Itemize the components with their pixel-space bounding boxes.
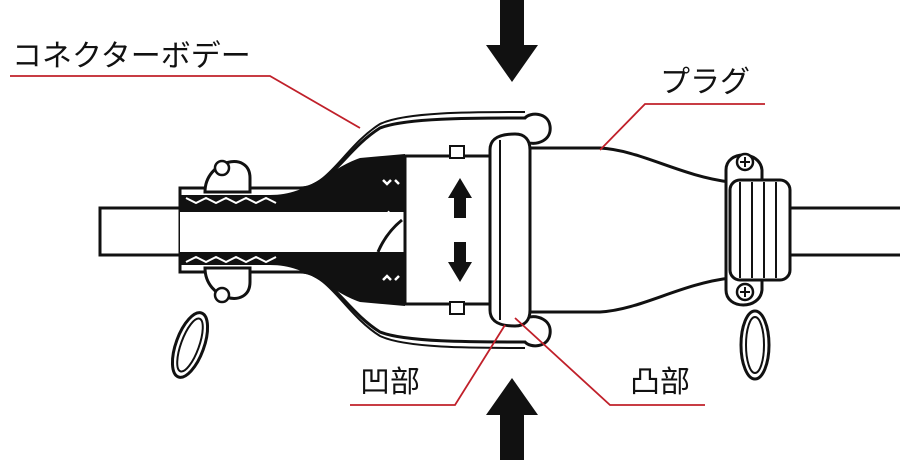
plug-label: プラグ — [660, 65, 750, 100]
mating-ring — [488, 132, 532, 328]
inner-up-arrow — [448, 178, 472, 218]
top-arrow-icon — [486, 0, 538, 82]
convex-label: 凸部 — [630, 365, 690, 400]
right-cable — [788, 206, 900, 257]
inner-rubber — [180, 154, 405, 306]
socket-area — [403, 145, 492, 315]
bottom-arrow-icon — [486, 378, 538, 460]
concave-label: 凹部 — [360, 365, 420, 400]
inner-down-arrow — [448, 242, 472, 282]
plug-end-cap — [724, 152, 792, 381]
left-ears — [170, 159, 252, 379]
leader-lines — [10, 75, 765, 406]
connector-body-label: コネクターボデー — [12, 39, 251, 74]
plug-body — [528, 146, 732, 314]
